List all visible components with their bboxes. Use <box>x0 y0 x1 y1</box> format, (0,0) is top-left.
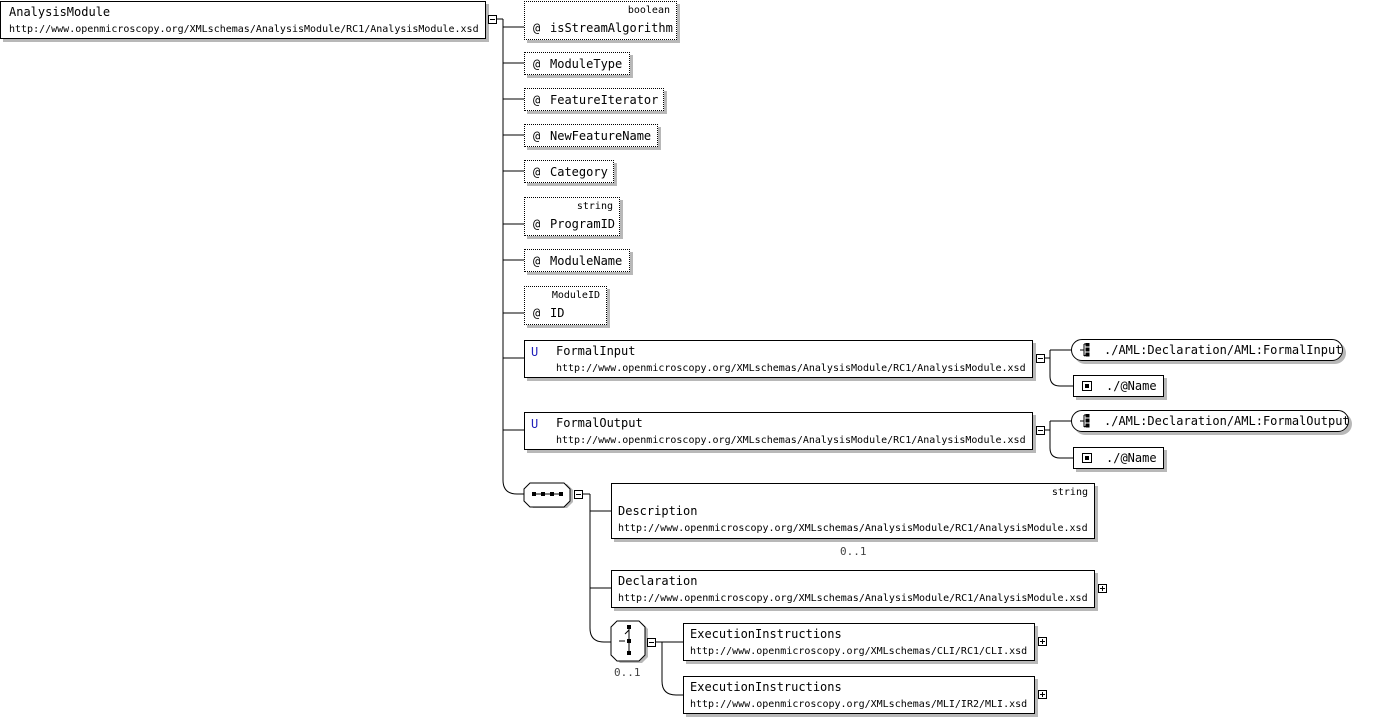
element-name: ExecutionInstructions <box>690 680 842 694</box>
selector-formaloutput[interactable]: ./AML:Declaration/AML:FormalOutput <box>1071 410 1350 432</box>
element-executioninstructions-cli[interactable]: ExecutionInstructions http://www.openmic… <box>683 623 1035 661</box>
field-key-icon <box>1082 453 1092 463</box>
attribute-name: ModuleName <box>550 254 623 268</box>
element-type: string <box>1051 487 1088 498</box>
attribute-marker-icon: @ <box>533 254 541 268</box>
attribute-moduletype[interactable]: @ ModuleType <box>524 52 630 75</box>
attribute-featureiterator[interactable]: @ FeatureIterator <box>524 88 664 111</box>
attribute-marker-icon: @ <box>533 306 541 320</box>
selector-xpath: ./AML:Declaration/AML:FormalInput <box>1104 343 1343 357</box>
unique-constraint-formalinput[interactable]: U FormalInput http://www.openmicroscopy.… <box>524 340 1033 378</box>
element-namespace: http://www.openmicroscopy.org/XMLschemas… <box>618 593 1088 604</box>
element-executioninstructions-mli[interactable]: ExecutionInstructions http://www.openmic… <box>683 676 1035 714</box>
choice-compositor-icon[interactable] <box>609 620 649 664</box>
unique-name: FormalOutput <box>556 416 643 430</box>
attribute-name: NewFeatureName <box>550 129 652 143</box>
attribute-name: isStreamAlgorithm <box>550 21 673 35</box>
field-xpath: ./@Name <box>1106 451 1157 465</box>
choice-cardinality: 0..1 <box>614 666 641 679</box>
element-namespace: http://www.openmicroscopy.org/XMLschemas… <box>618 523 1088 534</box>
attribute-type: ModuleID <box>551 290 600 301</box>
unique-namespace: http://www.openmicroscopy.org/XMLschemas… <box>556 435 1026 446</box>
selector-formalinput[interactable]: ./AML:Declaration/AML:FormalInput <box>1071 339 1343 361</box>
attribute-marker-icon: @ <box>533 93 541 107</box>
field-formaloutput[interactable]: ./@Name <box>1073 447 1164 469</box>
attribute-type: boolean <box>627 5 670 16</box>
attribute-marker-icon: @ <box>533 165 541 179</box>
element-name: Description <box>618 504 698 518</box>
sequence-collapse-toggle[interactable] <box>574 490 583 499</box>
attribute-name: ID <box>550 306 565 320</box>
attribute-marker-icon: @ <box>533 129 541 143</box>
attribute-marker-icon: @ <box>533 21 541 35</box>
attribute-programid[interactable]: string @ ProgramID <box>524 197 620 236</box>
root-collapse-toggle[interactable] <box>488 15 497 24</box>
field-formalinput[interactable]: ./@Name <box>1073 375 1164 397</box>
sequence-compositor-icon[interactable] <box>523 482 575 508</box>
executioninstructions-mli-expand-toggle[interactable] <box>1038 690 1047 699</box>
attribute-type: string <box>576 201 613 212</box>
element-name: ExecutionInstructions <box>690 627 842 641</box>
element-description[interactable]: string Description http://www.openmicros… <box>611 483 1095 539</box>
attribute-name: ProgramID <box>550 217 616 231</box>
unique-name: FormalInput <box>556 344 636 358</box>
attribute-id[interactable]: ModuleID @ ID <box>524 286 607 325</box>
attribute-marker-icon: @ <box>533 217 541 231</box>
attribute-isstreamalgorithm[interactable]: boolean @ isStreamAlgorithm <box>524 1 677 40</box>
unique-constraint-formaloutput[interactable]: U FormalOutput http://www.openmicroscopy… <box>524 412 1033 450</box>
attribute-name: FeatureIterator <box>550 93 659 107</box>
attribute-newfeaturename[interactable]: @ NewFeatureName <box>524 124 658 147</box>
element-name: Declaration <box>618 574 698 588</box>
formalinput-collapse-toggle[interactable] <box>1036 354 1045 363</box>
unique-marker-icon: U <box>531 345 539 359</box>
element-namespace: http://www.openmicroscopy.org/XMLschemas… <box>690 646 1028 657</box>
element-namespace: http://www.openmicroscopy.org/XMLschemas… <box>690 699 1028 710</box>
selector-xpath-icon <box>1080 343 1090 357</box>
description-cardinality: 0..1 <box>840 545 867 558</box>
executioninstructions-cli-expand-toggle[interactable] <box>1038 637 1047 646</box>
element-declaration[interactable]: Declaration http://www.openmicroscopy.or… <box>611 570 1095 608</box>
field-xpath: ./@Name <box>1106 379 1157 393</box>
root-element-analysismodule[interactable]: AnalysisModule http://www.openmicroscopy… <box>0 1 486 39</box>
choice-collapse-toggle[interactable] <box>647 638 656 647</box>
attribute-name: Category <box>550 165 608 179</box>
unique-namespace: http://www.openmicroscopy.org/XMLschemas… <box>556 363 1026 374</box>
attribute-modulename[interactable]: @ ModuleName <box>524 249 630 272</box>
formaloutput-collapse-toggle[interactable] <box>1036 426 1045 435</box>
attribute-name: ModuleType <box>550 57 623 71</box>
unique-marker-icon: U <box>531 417 539 431</box>
declaration-expand-toggle[interactable] <box>1098 584 1107 593</box>
root-element-name: AnalysisModule <box>9 5 111 19</box>
selector-xpath: ./AML:Declaration/AML:FormalOutput <box>1104 414 1350 428</box>
field-key-icon <box>1082 381 1092 391</box>
attribute-marker-icon: @ <box>533 57 541 71</box>
selector-xpath-icon <box>1080 414 1090 428</box>
attribute-category[interactable]: @ Category <box>524 160 614 183</box>
root-element-namespace: http://www.openmicroscopy.org/XMLschemas… <box>9 24 479 35</box>
